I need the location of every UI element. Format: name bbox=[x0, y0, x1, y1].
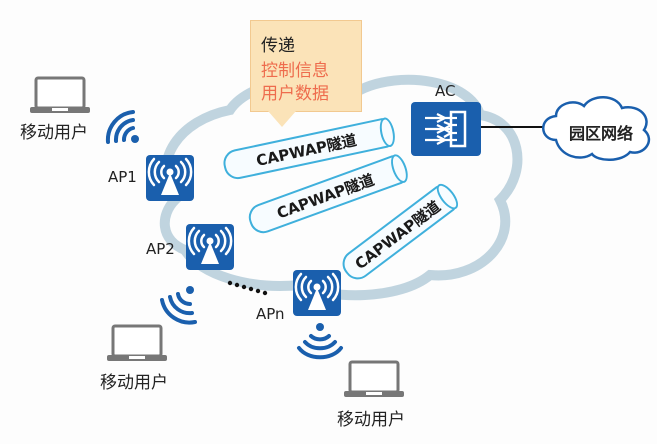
laptop-icon bbox=[30, 76, 90, 113]
apn-label: APn bbox=[256, 305, 285, 323]
ac-switch-icon bbox=[425, 110, 467, 148]
laptop-icon bbox=[344, 360, 404, 397]
campus-cloud-shape bbox=[542, 96, 651, 161]
mobile-user-label: 移动用户 bbox=[100, 373, 168, 393]
callout-pointer bbox=[268, 111, 296, 127]
callout-title: 传递 bbox=[261, 36, 295, 56]
callout-user-data: 用户数据 bbox=[261, 84, 329, 104]
callout-box: 传递 控制信息 用户数据 bbox=[250, 20, 362, 112]
apn-device[interactable] bbox=[293, 270, 341, 316]
ap2-device[interactable] bbox=[186, 224, 234, 270]
ac-device[interactable] bbox=[411, 102, 481, 156]
laptop-icon bbox=[107, 324, 167, 361]
network-cloud-ring bbox=[159, 74, 523, 301]
wifi-signal-icon bbox=[297, 323, 343, 360]
ap-antenna-icon bbox=[294, 272, 340, 310]
mobile-user-label: 移动用户 bbox=[337, 410, 405, 430]
ap-antenna-icon bbox=[147, 157, 193, 195]
ap1-device[interactable] bbox=[146, 155, 194, 201]
ap2-label: AP2 bbox=[146, 240, 175, 258]
wifi-signal-icon bbox=[105, 110, 139, 144]
ap1-label: AP1 bbox=[108, 168, 137, 186]
wifi-signal-icon bbox=[160, 286, 197, 325]
ac-label: AC bbox=[435, 82, 456, 100]
ap-antenna-icon bbox=[187, 226, 233, 264]
ap-ellipsis-dots bbox=[227, 280, 268, 296]
campus-network-label: 园区网络 bbox=[569, 124, 634, 143]
mobile-user-label: 移动用户 bbox=[20, 123, 88, 143]
callout-control-info: 控制信息 bbox=[261, 61, 329, 81]
